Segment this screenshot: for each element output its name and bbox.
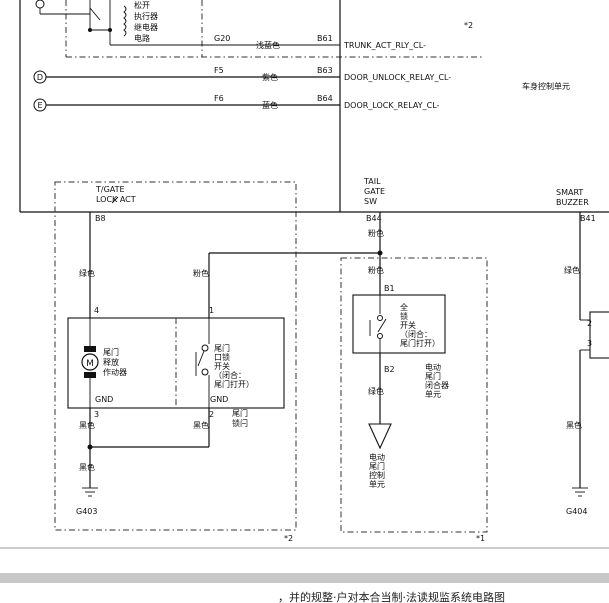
junction-dot-2 (87, 444, 93, 450)
wire-color-black-2: 黑色 (193, 420, 209, 430)
pin-label-tgate-1: T/GATE (95, 185, 125, 194)
relay-circuit (19, 0, 484, 213)
switch-name-1: 尾门 (214, 343, 230, 353)
signal-trunk: TRUNK_ACT_RLY_CL- (343, 41, 426, 50)
signal-lock: DOOR_LOCK_RELAY_CL- (344, 101, 440, 110)
module-name: 车身控制单元 (522, 81, 570, 91)
pin-f5: F5 (214, 66, 224, 75)
buzzer-connector-icon (580, 311, 609, 359)
connector-d-circle (33, 70, 47, 84)
switch-name-4: （闭合： (214, 370, 246, 380)
diagram-canvas (0, 0, 609, 548)
wire-color-green-3: 绿色 (564, 265, 580, 275)
wire-color-black-4: 黑色 (566, 420, 582, 430)
wire-color-purple: 紫色 (262, 72, 278, 82)
ground-g404-label: G404 (566, 507, 587, 516)
footer-divider (0, 573, 609, 583)
pin-b1: B1 (384, 284, 395, 293)
buzzer-pin-2: 2 (587, 319, 592, 328)
full-switch-2: 锁 (400, 311, 408, 321)
wire-color-green-1: 绿色 (79, 268, 95, 278)
junction-dot-1 (377, 250, 383, 256)
relay-label-1: 松开 (134, 0, 150, 10)
pin-b61: B61 (317, 34, 333, 43)
full-lock-switch-icon (369, 295, 387, 353)
pin-b2: B2 (384, 365, 395, 374)
note-left-box: *2 (284, 534, 293, 543)
signal-unlock: DOOR_UNLOCK_RELAY_CL- (344, 73, 451, 82)
note-right-box: *1 (476, 534, 485, 543)
gnd-left: GND (95, 395, 113, 404)
pin-b63: B63 (317, 66, 333, 75)
closer-unit-2: 尾门 (425, 371, 441, 381)
ground-icon-g403 (82, 487, 98, 497)
pin-b44: B44 (366, 214, 382, 223)
tgate-tick (111, 196, 119, 204)
wire-color-pink-1: 粉色 (193, 268, 209, 278)
connector-e-circle (33, 98, 47, 112)
pin-label-tail-3: SW (364, 197, 377, 206)
ground-icon-g404 (572, 487, 588, 497)
wire-color-light-blue: 浅蓝色 (256, 40, 280, 50)
pin-label-buzzer-2: BUZZER (556, 198, 589, 207)
full-lock-switch-box (352, 294, 446, 354)
motor-icon: M (81, 318, 99, 408)
signal-wires (46, 76, 340, 106)
power-unit-1: 电动 (369, 452, 385, 462)
closer-unit-1: 电动 (425, 362, 441, 372)
pin-b64: B64 (317, 94, 333, 103)
top-note: *2 (464, 21, 473, 30)
pin-label-tail-1: TAIL (363, 177, 381, 186)
wire-color-black-1: 黑色 (79, 420, 95, 430)
right-harness-box (340, 257, 488, 533)
connector-e-label: E (37, 101, 42, 110)
relay-label-4: 电路 (134, 33, 150, 43)
pin-b8: B8 (95, 214, 106, 223)
actuator-name-3: 作动器 (103, 367, 127, 377)
switch-name-5: 尾门打开） (214, 379, 254, 389)
relay-label-2: 执行器 (134, 11, 158, 21)
actuator-name-1: 尾门 (103, 347, 119, 357)
wire-color-blue: 蓝色 (262, 100, 278, 110)
power-unit-4: 单元 (369, 479, 385, 489)
pin-label-buzzer-1: SMART (556, 188, 583, 197)
pin-3: 3 (94, 410, 99, 419)
closer-unit-4: 单元 (425, 389, 441, 399)
footer-caption: ，并的规整·户对本合当制·法读规监系统电路图 (278, 591, 505, 603)
latch-label-2: 锁闩 (232, 418, 248, 428)
lock-switch-icon (195, 318, 210, 408)
full-switch-4: （闭合： (400, 329, 432, 339)
pin-f6: F6 (214, 94, 224, 103)
full-switch-1: 全 (400, 302, 408, 312)
switch-name-3: 开关 (214, 361, 230, 371)
wire-color-pink-3: 粉色 (368, 265, 384, 275)
left-harness-box (54, 181, 297, 531)
svg-text:M: M (86, 359, 94, 369)
actuator-name-2: 释放 (103, 357, 119, 367)
pin-b41: B41 (580, 214, 596, 223)
pin-2: 2 (209, 410, 214, 419)
pin-label-tail-2: GATE (364, 187, 385, 196)
latch-label-1: 尾门 (232, 408, 248, 418)
wire-color-black-3: 黑色 (79, 462, 95, 472)
relay-label-3: 继电器 (134, 22, 158, 32)
power-unit-2: 尾门 (369, 461, 385, 471)
wire-color-green-2: 绿色 (368, 386, 384, 396)
gnd-right: GND (210, 395, 228, 404)
pin-g20: G20 (214, 34, 230, 43)
buzzer-pin-3: 3 (587, 339, 592, 348)
wire-color-pink-2: 粉色 (368, 228, 384, 238)
ground-g403-label: G403 (76, 507, 97, 516)
switch-name-2: 口锁 (214, 352, 230, 362)
pin-4: 4 (94, 306, 99, 315)
power-unit-3: 控制 (369, 470, 385, 480)
pin-1: 1 (209, 306, 214, 315)
closer-unit-3: 闭合器 (425, 380, 449, 390)
signal-arrow-icon (368, 423, 392, 450)
full-switch-5: 尾门打开） (400, 338, 440, 348)
connector-d-label: D (37, 73, 43, 82)
full-switch-3: 开关 (400, 320, 416, 330)
